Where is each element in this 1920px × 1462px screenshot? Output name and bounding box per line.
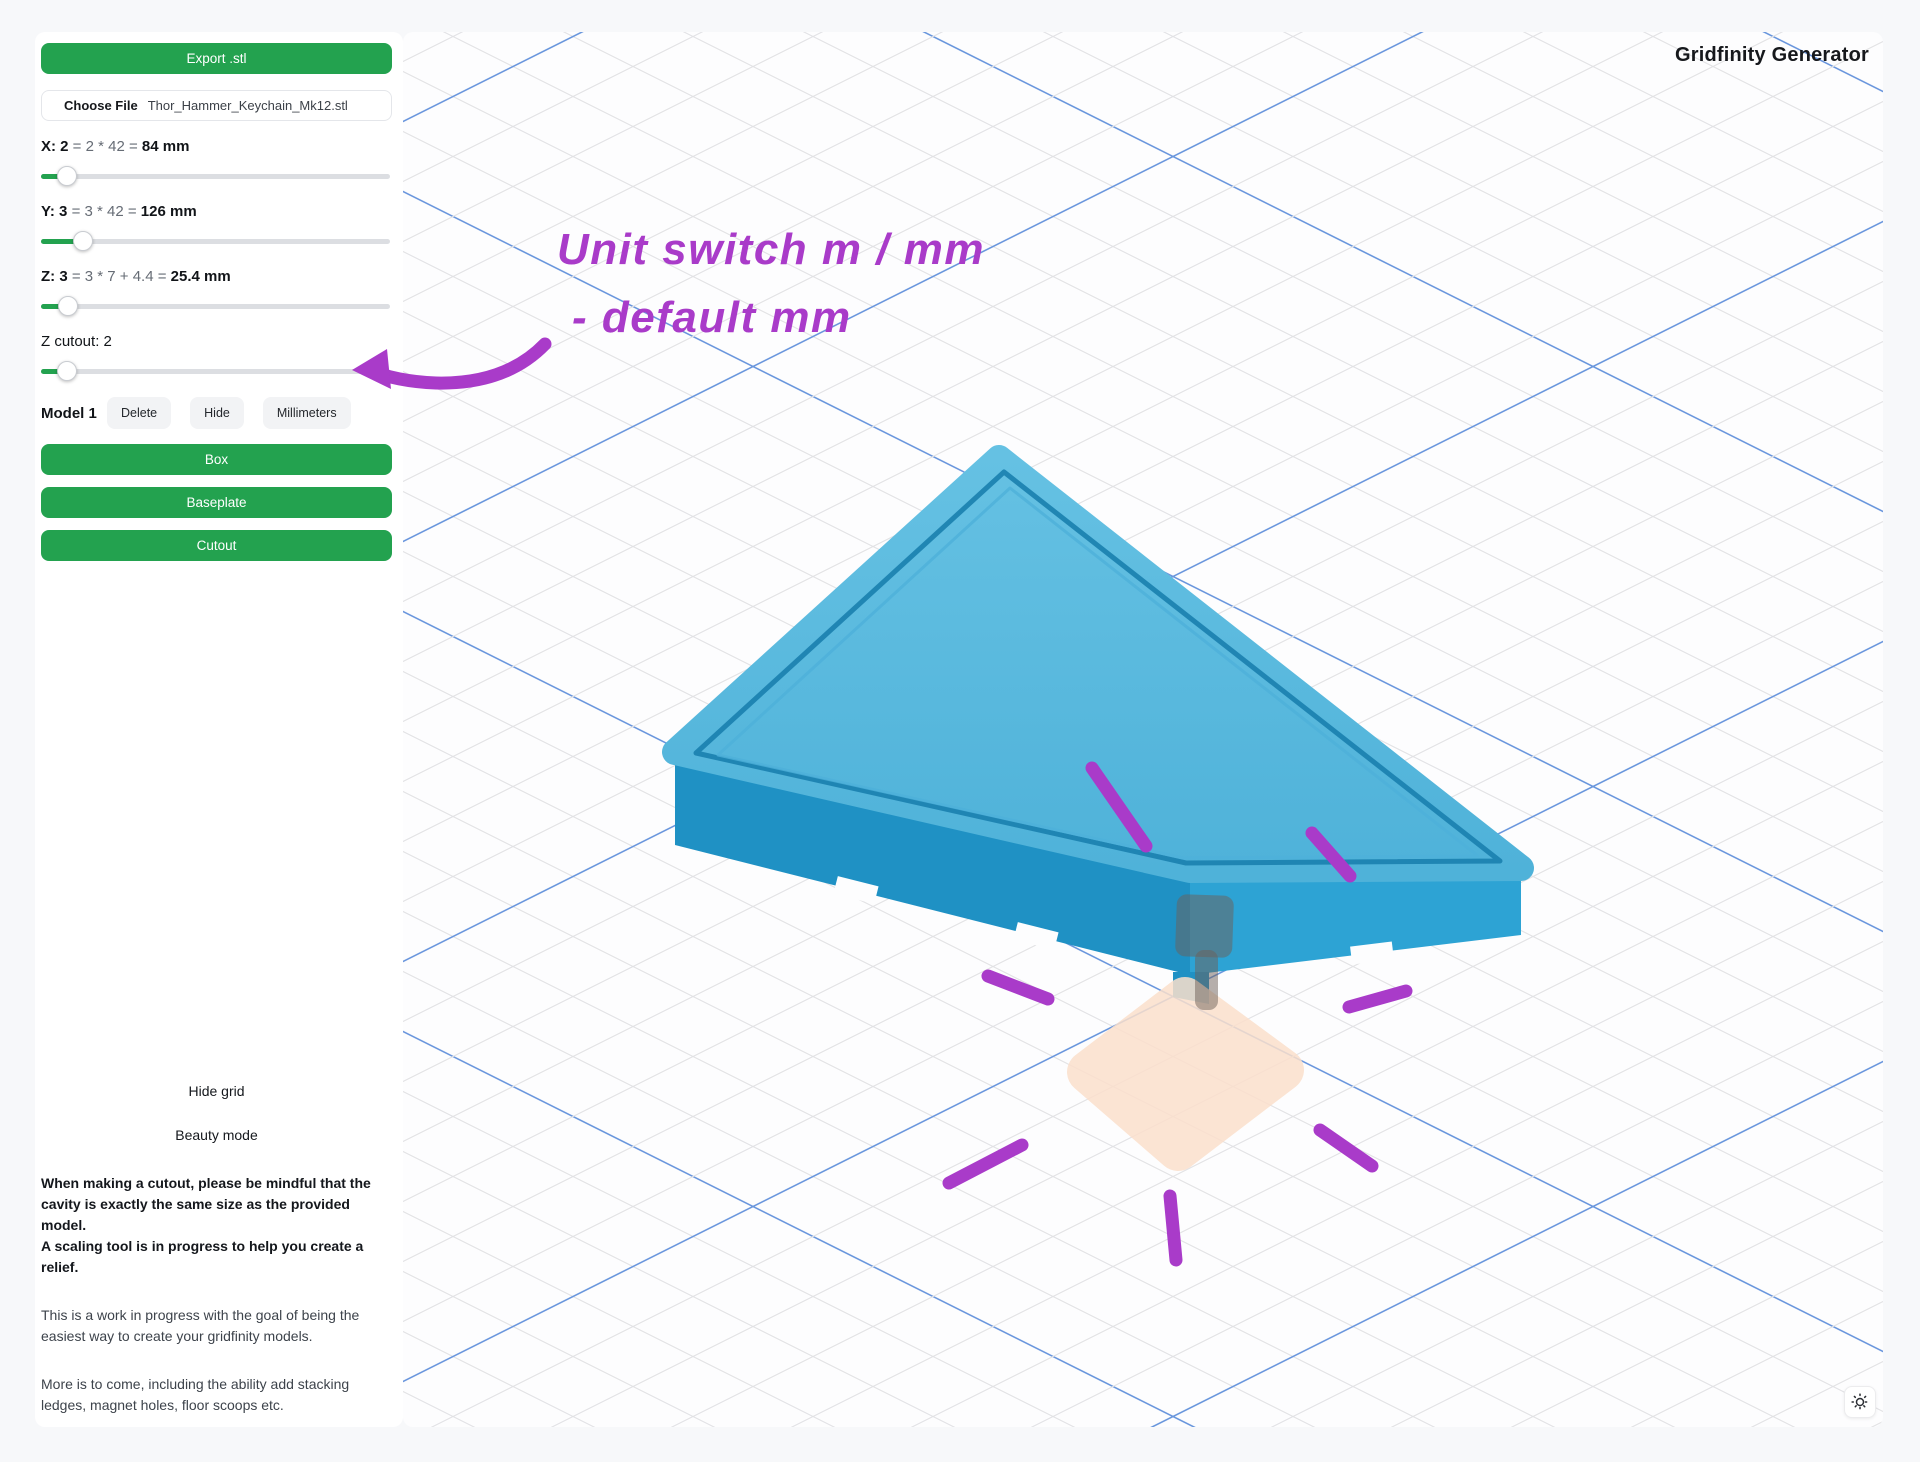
foot-notch	[1013, 922, 1059, 950]
x-slider-row: X: 2 = 2 * 42 = 84 mm	[41, 138, 392, 186]
unit-switch-button[interactable]: Millimeters	[262, 397, 351, 429]
cutout-warning-note: When making a cutout, please be mindful …	[41, 1175, 371, 1275]
z-slider-label: Z: 3 = 3 * 7 + 4.4 = 25.4 mm	[41, 268, 231, 285]
delete-model-button[interactable]: Delete	[107, 397, 172, 429]
choose-file-button[interactable]: Choose File	[64, 98, 138, 113]
wip-note: This is a work in progress with the goal…	[41, 1307, 360, 1344]
generator-actions: Box Baseplate Cutout	[41, 444, 392, 561]
cutout-footprint-preview	[1067, 977, 1304, 1171]
foot-notch	[833, 876, 879, 904]
app-title: Gridfinity Generator	[1674, 44, 1869, 66]
file-name: Thor_Hammer_Keychain_Mk12.stl	[147, 98, 348, 113]
box-top-face	[662, 445, 1534, 883]
annotation-burst-strokes	[942, 761, 1413, 1267]
beauty-mode-toggle[interactable]: Beauty mode	[41, 1127, 392, 1143]
scene-svg	[403, 32, 1883, 1427]
x-slider-label: X: 2 = 2 * 42 = 84 mm	[41, 138, 190, 155]
baseplate-button[interactable]: Baseplate	[41, 487, 392, 518]
y-slider-thumb[interactable]	[73, 231, 94, 251]
hide-model-button[interactable]: Hide	[190, 397, 244, 429]
z-cutout-slider-track[interactable]	[41, 369, 390, 374]
x-slider-track[interactable]	[41, 174, 390, 179]
y-slider-label: Y: 3 = 3 * 42 = 126 mm	[41, 203, 197, 220]
z-cutout-slider[interactable]	[41, 361, 392, 381]
x-slider-thumb[interactable]	[57, 166, 78, 186]
y-slider-row: Y: 3 = 3 * 42 = 126 mm	[41, 203, 392, 251]
roadmap-note: More is to come, including the ability a…	[41, 1376, 350, 1413]
brightness-icon	[1851, 1393, 1869, 1411]
control-sidebar: Export .stl Choose File Thor_Hammer_Keyc…	[35, 32, 403, 1427]
gridfinity-box-model	[662, 445, 1534, 1004]
z-cutout-slider-thumb[interactable]	[56, 361, 77, 381]
z-slider-thumb[interactable]	[58, 296, 79, 316]
y-slider-track[interactable]	[41, 239, 390, 244]
model-name: Model 1	[41, 404, 97, 422]
hammer-model	[1175, 894, 1234, 1010]
foot-notch	[1350, 941, 1394, 965]
box-right-face	[1190, 868, 1521, 975]
y-slider[interactable]	[41, 231, 392, 251]
model-row: Model 1 Delete Hide Millimeters	[41, 397, 392, 429]
x-slider-fill	[41, 174, 68, 179]
viewport-3d[interactable]: Gridfinity Generator	[403, 32, 1883, 1427]
cutout-button[interactable]: Cutout	[41, 530, 392, 561]
y-slider-fill	[41, 239, 84, 244]
box-rim-highlight	[716, 486, 1480, 860]
x-slider[interactable]	[41, 166, 392, 186]
z-cutout-slider-fill	[41, 369, 67, 374]
box-button[interactable]: Box	[41, 444, 392, 475]
file-input[interactable]: Choose File Thor_Hammer_Keychain_Mk12.st…	[41, 90, 392, 121]
export-stl-button[interactable]: Export .stl	[41, 43, 392, 74]
z-slider[interactable]	[41, 296, 392, 316]
z-cutout-label: Z cutout: 2	[41, 333, 112, 350]
hide-grid-toggle[interactable]: Hide grid	[41, 1083, 392, 1099]
z-cutout-row: Z cutout: 2	[41, 333, 392, 381]
box-left-face	[675, 752, 1190, 975]
z-slider-track[interactable]	[41, 304, 390, 309]
z-slider-row: Z: 3 = 3 * 7 + 4.4 = 25.4 mm	[41, 268, 392, 316]
theme-toggle-button[interactable]	[1844, 1386, 1876, 1418]
box-rim-groove	[693, 469, 1503, 866]
z-slider-fill	[41, 304, 69, 309]
sidebar-footer: Hide grid Beauty mode When making a cuto…	[41, 1083, 392, 1416]
